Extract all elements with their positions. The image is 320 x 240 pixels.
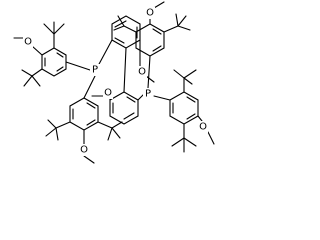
bond-p-aryl xyxy=(153,95,171,101)
bond-tbu xyxy=(31,68,43,77)
chemical-structure: P P O O O O O O xyxy=(13,1,215,164)
bond-methoxy xyxy=(207,131,215,145)
svg-text:P: P xyxy=(145,89,151,100)
bond-tbu xyxy=(177,25,191,31)
bond-tbu xyxy=(55,121,71,129)
bond-tbu xyxy=(175,13,179,27)
bond-tbu xyxy=(53,23,65,35)
bond-tbu xyxy=(97,121,113,129)
bond-p-aryl xyxy=(147,55,151,89)
bond-tbu xyxy=(183,77,193,85)
oxygen-methoxy-top-right-atom: O xyxy=(145,7,155,19)
bond-methoxy xyxy=(153,1,165,9)
bond-ring-tr-inner xyxy=(152,45,162,52)
bond-methoxy xyxy=(31,45,43,56)
oxygen-biaryl-lower-atom: O xyxy=(103,87,113,99)
bond-ring-tl-inner xyxy=(56,66,64,72)
bond-p-aryl xyxy=(65,61,91,71)
bond-tbu xyxy=(117,15,125,27)
bond-lines xyxy=(13,1,215,164)
bond-ome-biaryl xyxy=(145,75,155,83)
bond-ring-bl-inner xyxy=(126,96,136,103)
atom-labels: P P O O O O O O xyxy=(23,7,208,156)
bond-tbu xyxy=(171,137,185,147)
bond-ring-br-inner xyxy=(186,96,196,103)
bond-tbu xyxy=(183,69,197,79)
bond-tbu xyxy=(43,23,55,35)
bond-p-aryl xyxy=(83,75,96,99)
svg-text:O: O xyxy=(104,88,112,99)
bond-tbu xyxy=(173,69,185,79)
bond-ring-tl xyxy=(41,47,67,77)
bond-p-biaryl xyxy=(97,39,113,67)
bond-tbu xyxy=(21,69,33,77)
bond-tbu xyxy=(111,121,123,129)
phosphorus-right-atom: P xyxy=(143,88,153,100)
bond-biaryl xyxy=(123,47,127,93)
bond-tbu xyxy=(177,15,187,27)
bond-ring-bu-inner xyxy=(114,37,125,44)
bond-ring-tr-inner xyxy=(152,28,162,35)
bond-ring-br-inner xyxy=(186,113,196,120)
oxygen-biaryl-upper-atom: O xyxy=(137,66,147,78)
bond-ring-bl2-inner xyxy=(86,102,96,109)
bond-ring-bl2-inner xyxy=(86,119,96,126)
bond-tbu xyxy=(113,25,125,31)
oxygen-methoxy-top-left-atom: O xyxy=(23,36,33,48)
oxygen-methoxy-bottom-left-atom: O xyxy=(79,144,89,156)
svg-text:O: O xyxy=(146,8,154,19)
svg-text:O: O xyxy=(24,37,32,48)
bond-tbu xyxy=(163,25,179,33)
bond-ring-bl2 xyxy=(69,97,99,131)
oxygen-methoxy-bottom-right-atom: O xyxy=(198,121,208,133)
bond-tbu xyxy=(55,127,59,141)
bond-tbu xyxy=(31,75,41,87)
bond-tbu xyxy=(183,137,197,147)
bond-tbu xyxy=(47,119,57,129)
svg-text:P: P xyxy=(92,65,98,76)
bond-ring-tl-inner xyxy=(56,52,64,58)
bond-tbu xyxy=(111,127,121,139)
bond-methoxy xyxy=(197,115,203,122)
bond-ring-bl-inner xyxy=(123,112,135,120)
bond-ring-bu-inner xyxy=(114,20,127,28)
svg-text:O: O xyxy=(80,145,88,156)
bond-tbu xyxy=(123,25,137,33)
bond-tbu xyxy=(23,75,33,87)
svg-text:O: O xyxy=(199,122,207,133)
bond-tbu xyxy=(107,127,113,141)
phosphorus-left-atom: P xyxy=(90,64,100,76)
svg-text:O: O xyxy=(138,67,146,78)
bond-ring-br xyxy=(169,91,199,125)
bond-methoxy xyxy=(83,155,95,164)
bond-tbu xyxy=(45,127,57,137)
